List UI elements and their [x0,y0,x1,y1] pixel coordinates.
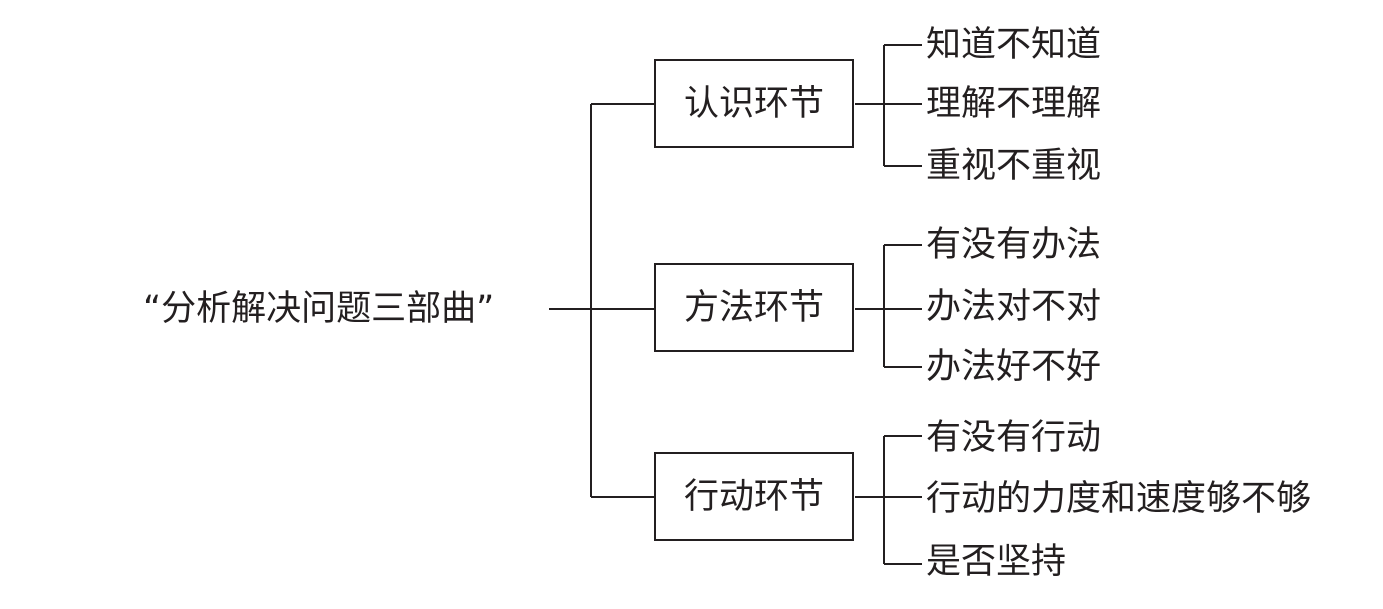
leaf-label: 重视不重视 [926,146,1102,186]
stage-box-cognition: 认识环节 [654,59,854,148]
leaf-label: 办法对不对 [926,287,1102,327]
stage-box-method: 方法环节 [654,263,854,352]
stage-label: 方法环节 [683,287,824,328]
leaf-label: 办法好不好 [926,347,1102,387]
stage-label: 认识环节 [683,83,824,124]
stage-label: 行动环节 [683,476,824,517]
leaf-label: 行动的力度和速度够不够 [926,479,1312,519]
leaf-label: 理解不理解 [926,84,1102,124]
leaf-label: 是否坚持 [926,542,1067,582]
leaf-label: 有没有办法 [926,225,1102,265]
stage-box-action: 行动环节 [654,452,854,541]
leaf-label: 有没有行动 [926,418,1102,458]
root-label: “分析解决问题三部曲” [143,289,495,329]
leaf-label: 知道不知道 [926,25,1102,65]
